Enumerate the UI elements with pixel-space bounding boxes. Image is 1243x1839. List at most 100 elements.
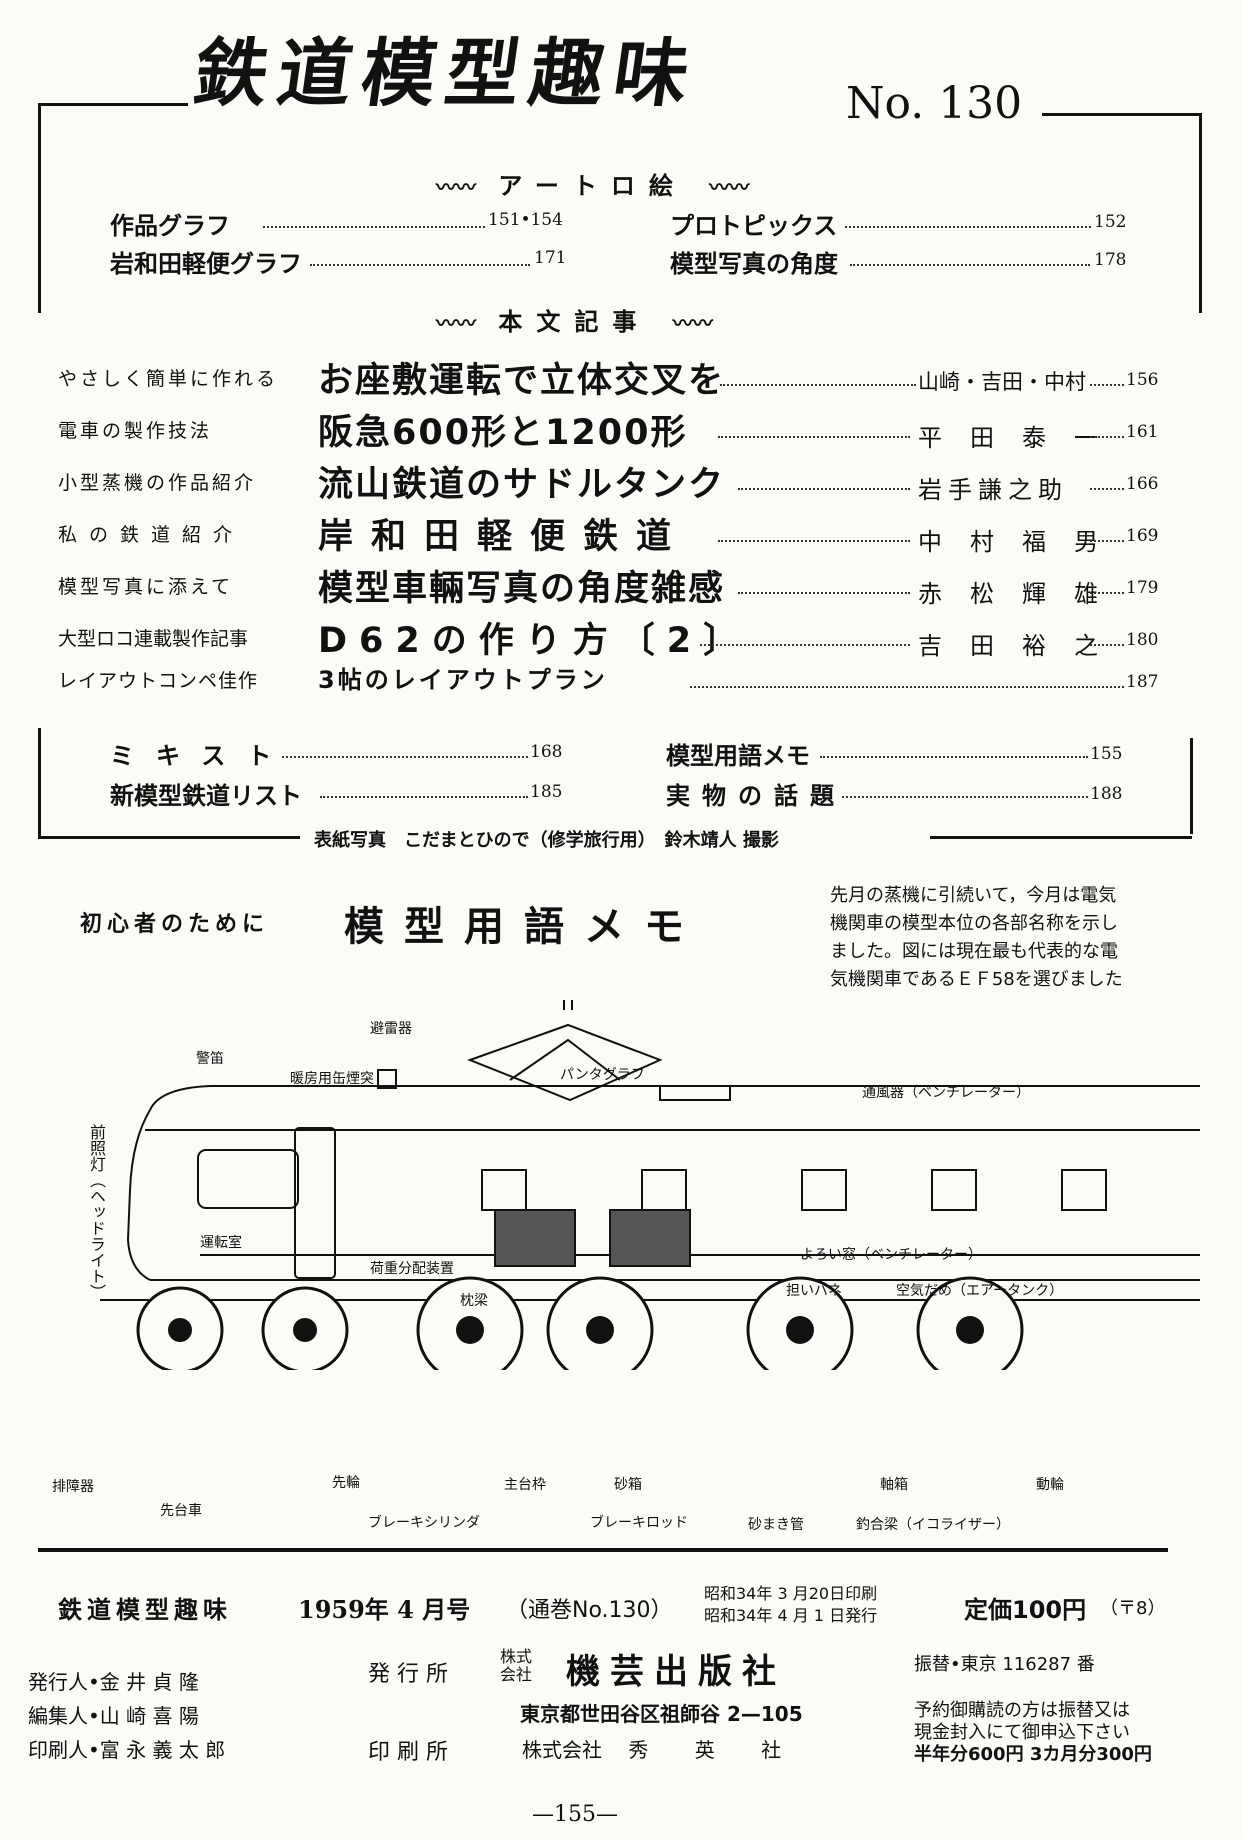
article-author: 赤松輝雄 [918,580,1126,608]
art-item-page: 151•154 [488,210,563,230]
label-chimney: 暖房用缶煙突 [290,1071,374,1087]
leader-dots [718,436,910,438]
leader-dots [263,226,485,228]
axle-hub [956,1316,984,1344]
publisher-kind: 株式 会社 [500,1647,533,1684]
leader-dots [282,756,528,758]
leader-dots [1090,384,1124,386]
article-page: 156 [1126,370,1159,390]
magazine-title: 鉄道模型趣味 [187,31,705,117]
pantograph-mast [563,1000,573,1010]
label-leading-wheel: 先輪 [332,1475,360,1491]
leader-dots [320,796,528,798]
label-axlebox: 軸箱 [880,1477,908,1493]
frame-right-lower [1190,738,1193,834]
article-label: 私の鉄道紹介 [58,524,245,546]
leader-dots [738,592,910,594]
art-section-heading: 〰〰 アートロ絵 〰〰 [436,172,750,200]
leader-dots [310,264,530,266]
louver-left [494,1209,576,1267]
article-page: 179 [1126,578,1159,598]
label-main-frame: 主台枠 [504,1477,546,1493]
art-item-title: 岩和田軽便グラフ [110,250,302,278]
label-driving-wheel: 動輪 [1036,1477,1064,1493]
art-item-page: 152 [1094,212,1127,232]
colophon-volume: （通巻No.130） [506,1598,673,1623]
page-number: —155— [532,1802,618,1827]
leader-dots [1090,644,1124,646]
leader-dots [845,226,1091,228]
colophon-printed: 昭和34年 3 月20日印刷 [704,1584,878,1603]
colophon-top-rule [38,1548,1168,1552]
leader-dots [1090,540,1124,542]
leader-dots [738,488,910,490]
publisher-address: 東京都世田谷区祖師谷 2—105 [520,1702,803,1726]
frame-right-upper [1199,113,1202,313]
art-item-title: 作品グラフ [110,212,230,240]
memo-title: 模型用語メモ [344,904,704,950]
side-window [1061,1169,1107,1211]
staff-publisher: 発行人•金 井 貞 隆 [28,1670,199,1694]
intro-line: 先月の蒸機に引続いて，今月は電気 [830,885,1117,906]
cab-door [294,1127,336,1279]
label-cab: 運転室 [200,1235,242,1251]
axle-hub [786,1316,814,1344]
intro-line: 気機関車であるＥＦ58を選びました [830,969,1123,990]
art-item-page: 171 [534,248,567,268]
label-pilot: 排障器 [52,1479,94,1495]
leader-dots [1090,436,1124,438]
label-lightning: 避雷器 [370,1021,412,1037]
article-page: 161 [1126,422,1159,442]
article-label: 小型蒸機の作品紹介 [58,472,257,494]
publisher-label: 発 行 所 [368,1662,448,1687]
axle-hub [293,1318,317,1342]
ef58-locomotive-diagram [100,1000,1200,1370]
article-label: 電車の製作技法 [58,420,213,442]
locomotive-nose [126,1109,151,1281]
label-load: 荷重分配装置 [370,1261,454,1277]
label-pantograph: パンタグラフ [560,1067,645,1083]
article-author: 山崎・吉田・中村 [918,370,1086,394]
colophon-date: 1959年 4 月号 [298,1595,471,1624]
leader-dots [1090,488,1124,490]
roof-ventilator [659,1085,731,1101]
subscription-line: 予約御購読の方は振替又は [914,1700,1130,1721]
subscription-line: 半年分600円 3カ月分300円 [914,1744,1152,1765]
misc-item-page: 155 [1090,744,1123,764]
article-title: 模型車輛写真の角度雑感 [318,569,726,609]
article-title: 流山鉄道のサドルタンク [318,465,726,505]
label-sandbox: 砂箱 [614,1477,642,1493]
article-label: 模型写真に添えて [58,576,234,598]
subscription-line: 現金封入にて御申込下さい [914,1722,1130,1743]
misc-item-title: ミキスト [110,742,294,770]
article-page: 166 [1126,474,1159,494]
printer-label: 印 刷 所 [368,1740,448,1765]
leader-dots [850,264,1090,266]
label-brake-cylinder: ブレーキシリンダ [368,1515,480,1531]
cover-photo-note: 表紙写真 こだまとひので（修学旅行用） 鈴木靖人 撮影 [306,826,787,852]
colophon-postage: （〒8） [1100,1598,1166,1619]
article-title: 3帖のレイアウトプラン [318,666,608,694]
article-author: 平田泰一 [918,424,1126,452]
label-whistle: 警笛 [196,1051,224,1067]
label-equalizer: 釣合梁（イコライザー） [856,1517,1010,1533]
colophon-magazine: 鉄道模型趣味 [58,1596,232,1624]
article-author: 中村福男 [918,528,1126,556]
intro-line: 機関車の模型本位の各部名称を示し [830,913,1118,934]
pantograph-arm [509,1038,621,1081]
articles-section-heading: 〰〰 本文記事 〰〰 [436,308,713,336]
louver-right [609,1209,691,1267]
staff-printer: 印刷人•富 永 義 太 郎 [28,1738,226,1762]
frame-bottom-left [38,836,300,839]
label-ventilator: 通風器（ベンチレーター） [862,1085,1030,1101]
art-item-title: 模型写真の角度 [670,250,838,278]
issue-number: No. 130 [846,78,1023,129]
leader-dots [820,756,1088,758]
printer-name: 株式会社 秀 英 社 [522,1738,782,1762]
locomotive-roof [149,1085,1200,1111]
misc-item-page: 185 [530,782,563,802]
colophon-issued: 昭和34年 4 月 1 日発行 [704,1606,878,1625]
transfer-account: 振替•東京 116287 番 [914,1654,1095,1675]
article-title: D62の作り方〔2〕 [318,621,751,661]
side-window [641,1169,687,1211]
